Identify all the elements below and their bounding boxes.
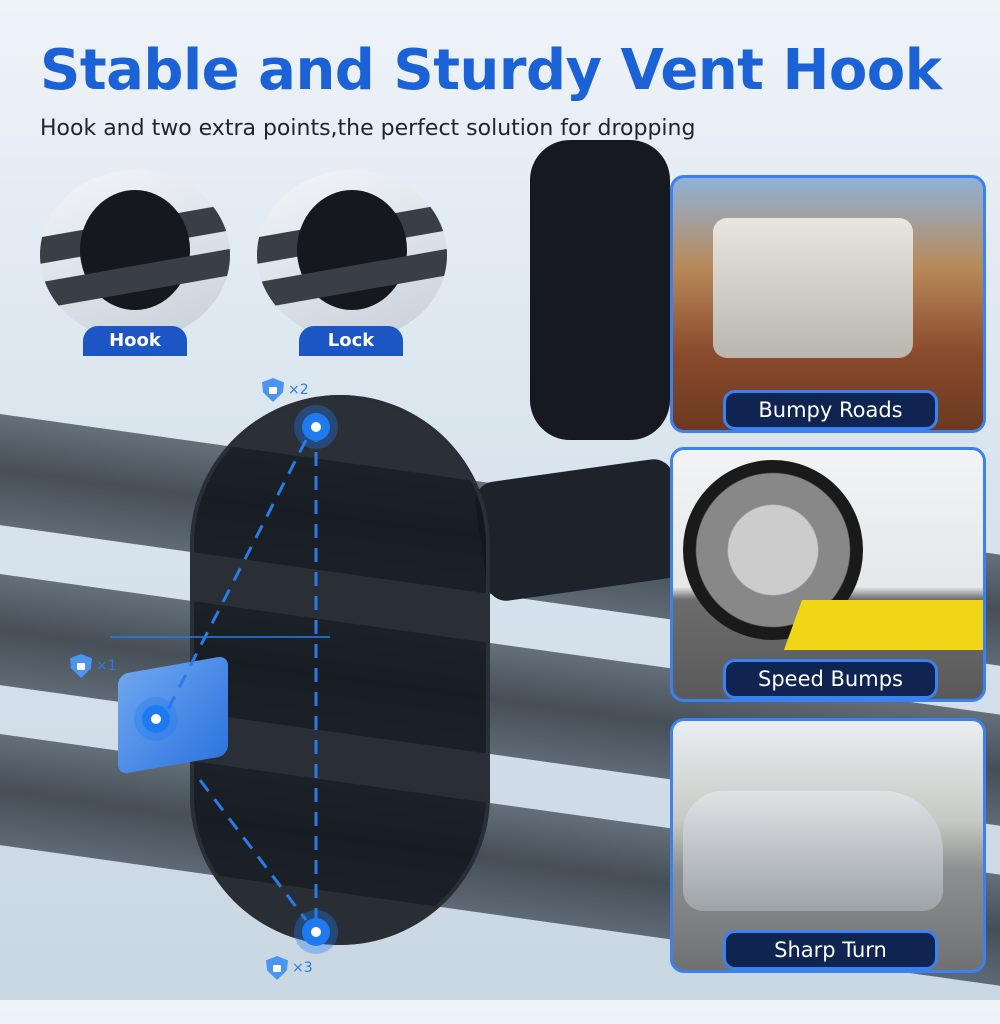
shield-lock-icon (266, 956, 288, 980)
magnetic-mount (190, 395, 490, 945)
scenario-label: Speed Bumps (723, 659, 938, 699)
inset-hook (40, 170, 230, 340)
lock-badge-hook: ×1 (70, 654, 117, 678)
lock-badge-bottom: ×3 (266, 956, 313, 980)
convertible-image (683, 791, 943, 911)
inset-lock-label: Lock (299, 326, 403, 356)
lock-point-lines (110, 428, 330, 930)
lock-count: ×3 (292, 960, 313, 976)
scenario-bumpy-roads: Bumpy Roads (670, 175, 986, 433)
subheadline: Hook and two extra points,the perfect so… (40, 116, 696, 141)
scenario-sharp-turn: Sharp Turn (670, 718, 986, 973)
suv-image (713, 218, 913, 358)
speed-bump-image (783, 600, 983, 650)
lock-point-hook (142, 705, 170, 733)
lock-point-top (302, 413, 330, 441)
inset-hook-label: Hook (83, 326, 187, 356)
scenario-speed-bumps: Speed Bumps (670, 447, 986, 702)
scenario-label: Sharp Turn (723, 930, 938, 970)
lock-badge-top: ×2 (262, 378, 309, 402)
headline: Stable and Sturdy Vent Hook (40, 38, 942, 103)
lock-point-bottom (302, 918, 330, 946)
lock-count: ×1 (96, 658, 117, 674)
shield-lock-icon (70, 654, 92, 678)
scenario-label: Bumpy Roads (723, 390, 938, 430)
phone-clip (530, 140, 670, 440)
inset-lock (257, 170, 447, 340)
shield-lock-icon (262, 378, 284, 402)
lock-count: ×2 (288, 382, 309, 398)
